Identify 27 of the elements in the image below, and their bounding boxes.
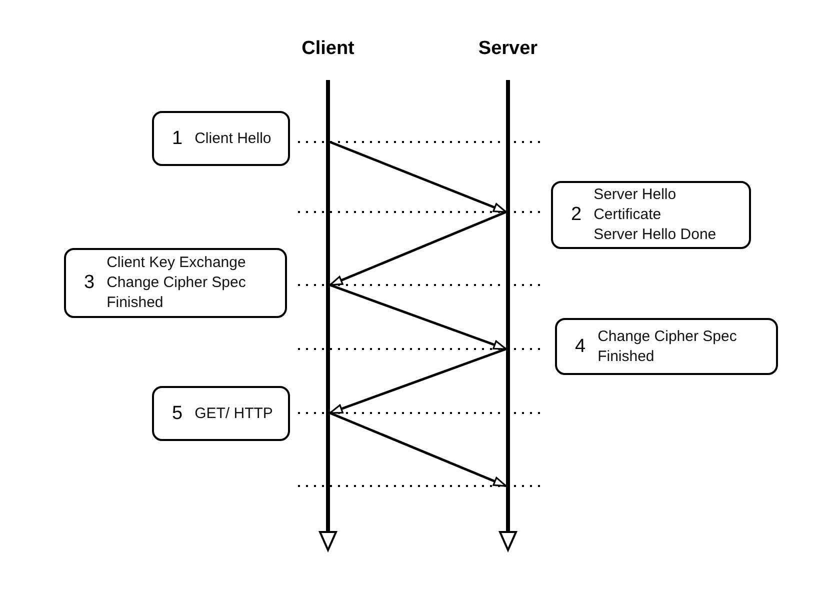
message-box: [152, 386, 290, 441]
message-box: [551, 181, 751, 249]
message-arrow: [329, 210, 506, 286]
message-arrow: [330, 284, 507, 350]
message-arrow: [330, 140, 507, 214]
message-text: Certificate: [594, 205, 662, 225]
message-box: [555, 318, 778, 375]
message-text: Client Hello: [194, 128, 272, 148]
message-arrow: [330, 412, 507, 488]
message-text: Server Hello Done: [594, 225, 716, 245]
message-box: [64, 248, 287, 318]
lifeline-heading: Client: [300, 38, 356, 60]
step-number: 5: [172, 402, 183, 424]
message-text: Client Key Exchange: [106, 253, 246, 273]
message-text: Server Hello: [594, 185, 678, 205]
message-text: Change Cipher Spec: [106, 273, 246, 293]
message-text: Finished: [598, 346, 656, 366]
step-number: 4: [575, 336, 586, 358]
message-box: [152, 111, 290, 166]
step-number: 3: [84, 272, 95, 294]
step-number: 1: [172, 128, 183, 150]
message-text: Finished: [106, 293, 164, 313]
message-text: GET/ HTTP: [194, 404, 273, 424]
step-number: 2: [571, 204, 582, 226]
message-text: Change Cipher Spec: [598, 326, 737, 346]
lifeline-heading: Server: [477, 38, 539, 60]
message-arrow: [329, 348, 506, 414]
